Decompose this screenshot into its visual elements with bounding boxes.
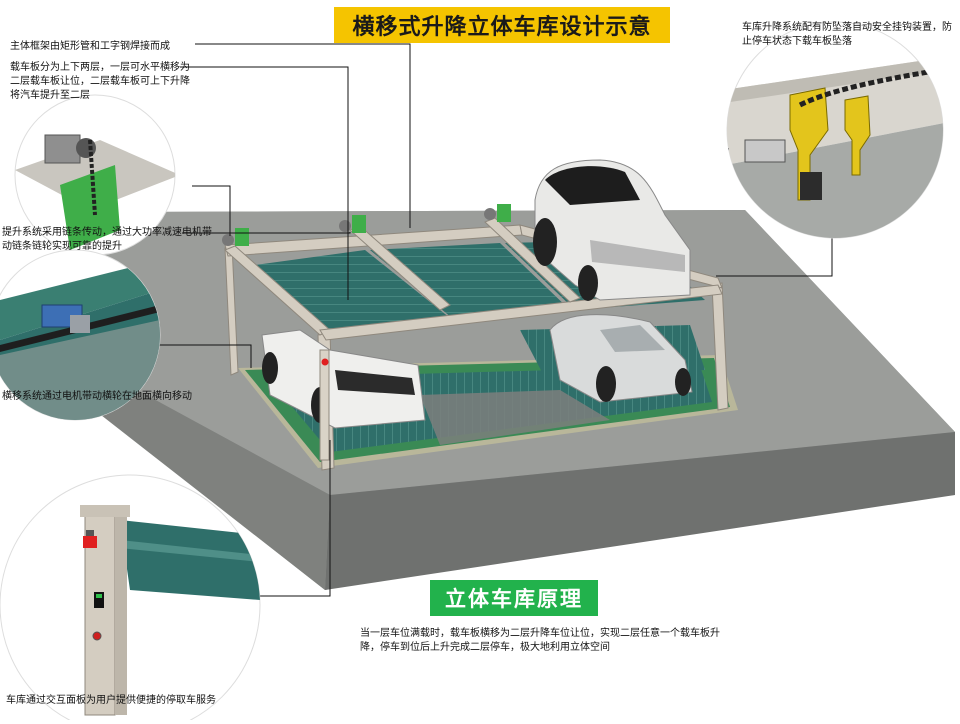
control-post [320, 350, 329, 460]
annotation-hook: 车库升降系统配有防坠落自动安全挂钩装置，防止停车状态下载车板坠落 [742, 21, 954, 49]
annotation-frame: 主体框架由矩形管和工字钢焊接而成 [10, 40, 200, 54]
annotation-lift: 提升系统采用链条传动，通过大功率减速电机带动链条链轮实现可靠的提升 [2, 226, 212, 254]
detail-panel [0, 475, 260, 720]
diagram-title: 横移式升降立体车库设计示意 [334, 7, 670, 43]
diagram-subtitle: 立体车库原理 [430, 580, 598, 616]
annotation-traverse: 横移系统通过电机带动横轮在地面横向移动 [2, 390, 217, 404]
annotation-board: 载车板分为上下两层，一层可水平横移为二层载车板让位，二层载车板可上下升降将汽车提… [10, 61, 190, 103]
annotation-principle: 当一层车位满载时，载车板横移为二层升降车位让位，实现二层任意一个载车板升降，停车… [360, 627, 730, 655]
annotation-panel: 车库通过交互面板为用户提供便捷的停取车服务 [6, 694, 266, 708]
detail-hook [690, 22, 960, 240]
